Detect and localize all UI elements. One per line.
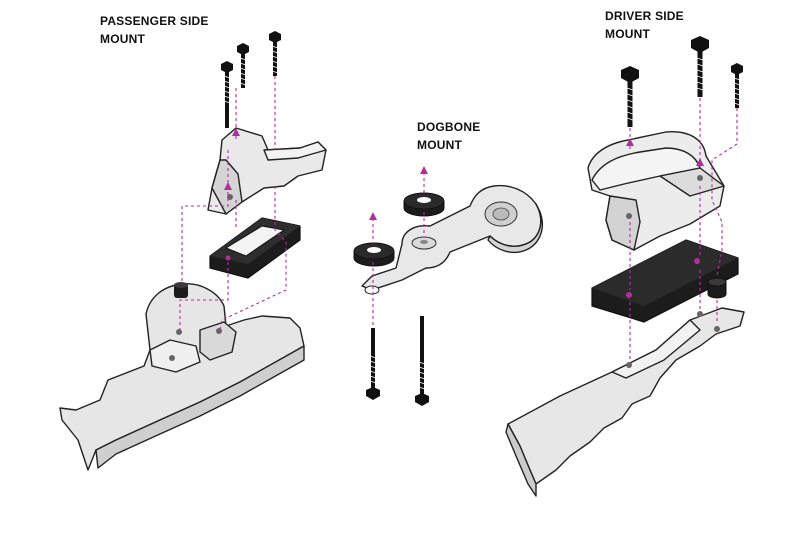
driver-side-assembly [505,36,745,497]
dogbone-label-line-1: DOGBONE [417,120,481,134]
passenger-guide-lines [179,76,287,331]
dogbone-bolt-left [365,328,381,401]
driver-bolt-left [621,66,639,127]
dogbone-guide-lines [369,166,428,326]
driver-label-line-2: MOUNT [605,27,650,41]
passenger-bolt-right [268,30,282,77]
passenger-upper-bracket [207,127,327,215]
passenger-bolt-middle [236,42,250,89]
driver-bolt-middle [691,36,709,97]
driver-upper-bracket [587,131,725,251]
dogbone-link [361,184,544,295]
driver-lower-bracket [505,307,745,497]
passenger-label-line-1: PASSENGER SIDE [100,14,209,28]
driver-label-line-1: DRIVER SIDE [605,9,684,23]
driver-rubber-pad [591,239,739,323]
dogbone-washer-upper [403,192,445,217]
driver-bolt-right [730,62,744,109]
driver-guide-lines [626,98,738,360]
passenger-lower-bracket [59,282,305,471]
driver-side-mount-label: DRIVER SIDE MOUNT [605,7,684,43]
dogbone-assembly [353,166,544,407]
passenger-label-line-2: MOUNT [100,32,145,46]
dogbone-mount-label: DOGBONE MOUNT [417,118,480,154]
dogbone-washer-lower [353,242,395,267]
dogbone-bolt-right [414,316,430,407]
passenger-side-assembly [59,30,327,471]
passenger-side-mount-label: PASSENGER SIDE MOUNT [100,12,209,48]
dogbone-label-line-2: MOUNT [417,138,462,152]
passenger-bolt-left [220,60,234,128]
passenger-rubber-pad [209,217,301,279]
